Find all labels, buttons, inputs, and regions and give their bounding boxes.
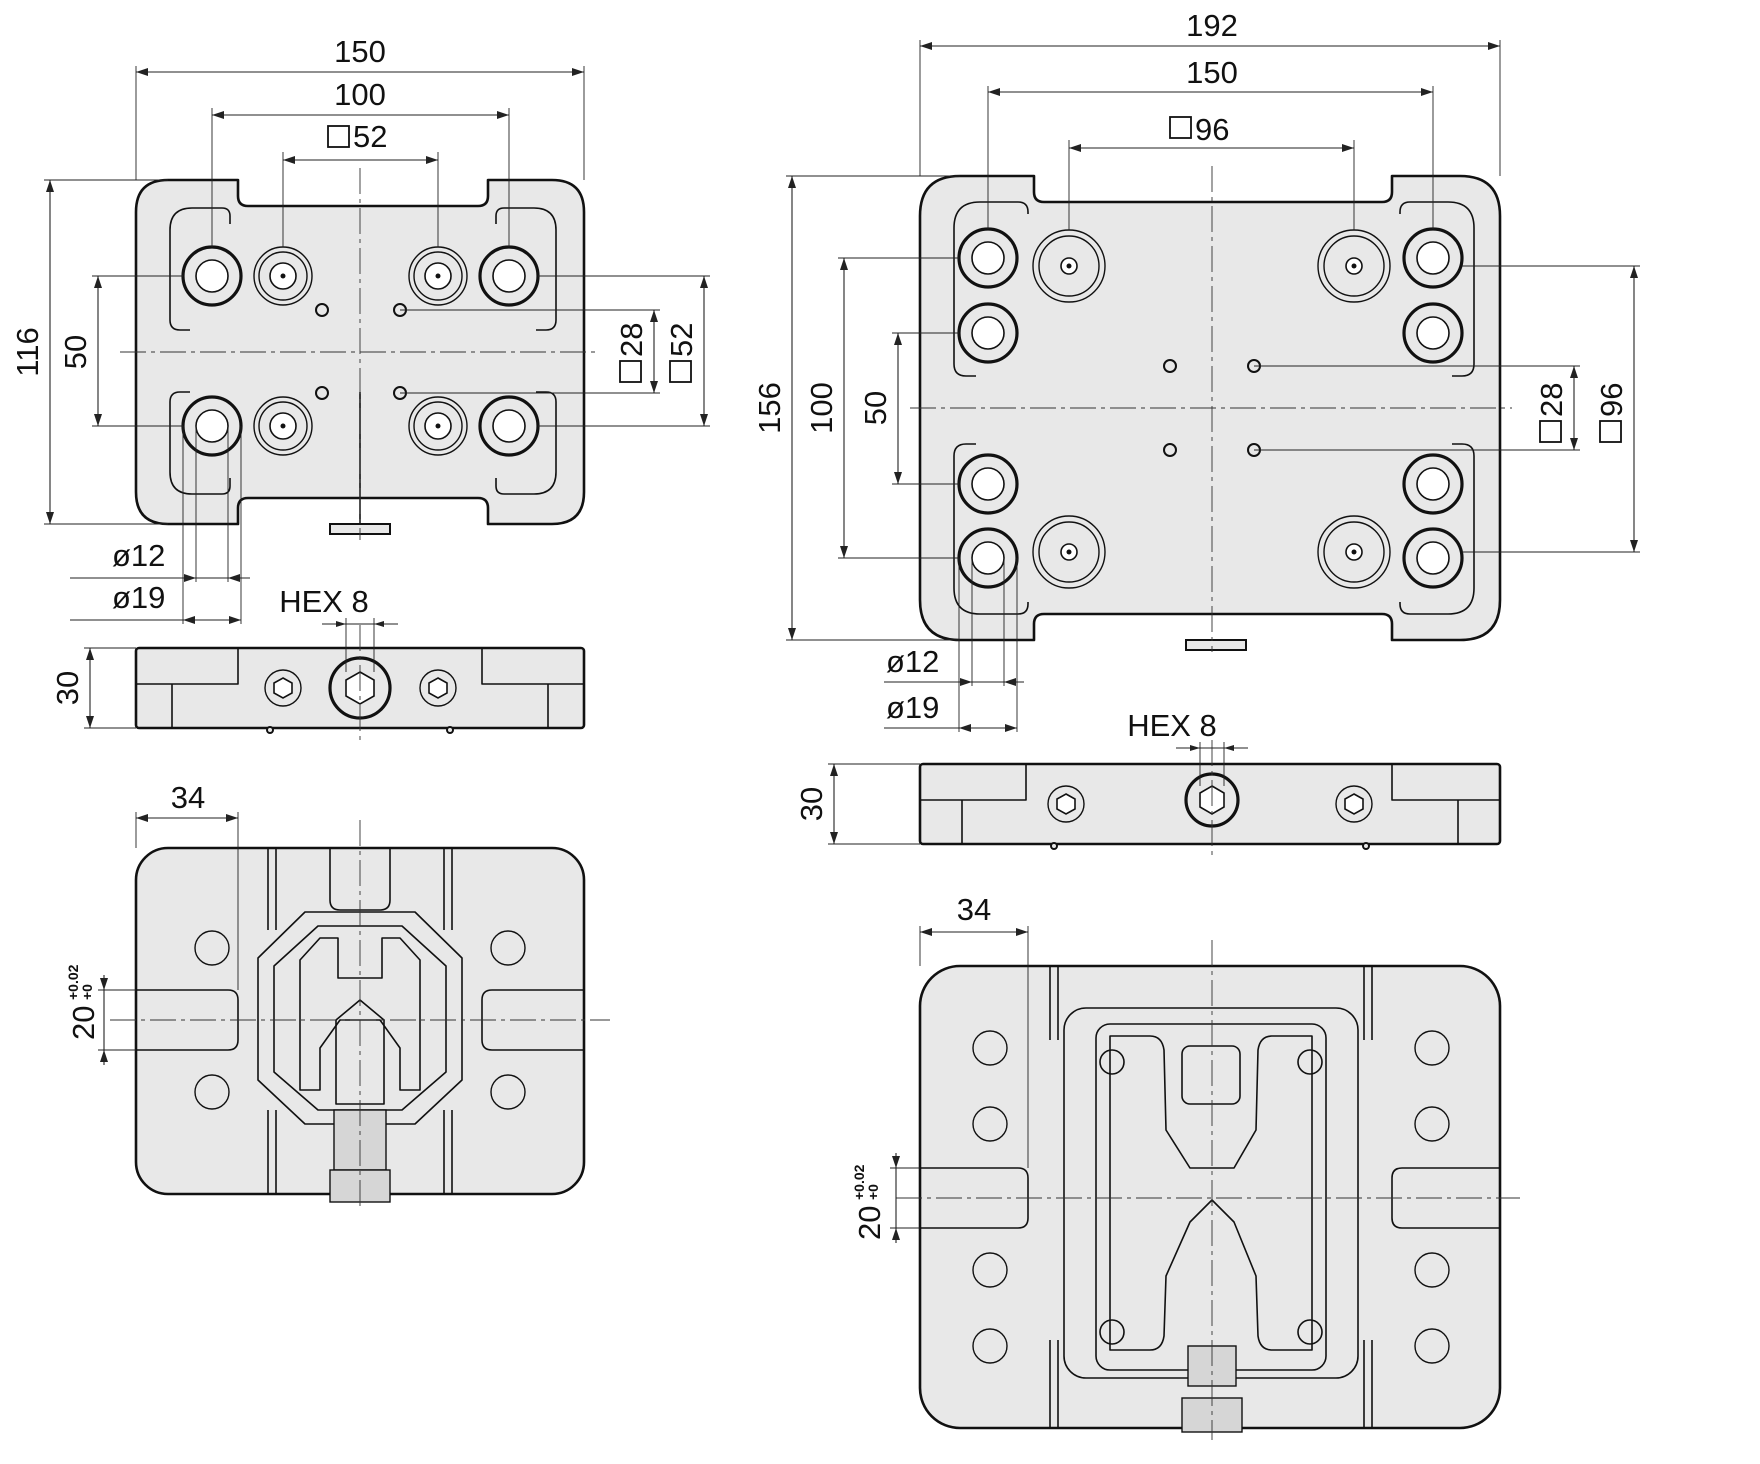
- square-symbol-icon: [669, 360, 692, 383]
- large-hole-large-label: ø19: [886, 690, 939, 725]
- small-plate-side-view: 30 HEX 8: [50, 584, 586, 740]
- small-pattern-label: 52: [353, 119, 387, 154]
- square-symbol-icon: [1169, 116, 1192, 139]
- large-inner-spacing-label: 50: [858, 391, 893, 425]
- small-pin-pattern-label: 28: [614, 323, 649, 357]
- large-plate-top-view: 192 150 96 156 100 50 28 96 ø12 ø19: [752, 8, 1640, 732]
- large-thickness-label: 30: [794, 787, 829, 821]
- small-plate-top-recess: [169, 207, 557, 495]
- small-plate-top-holes: [181, 245, 540, 457]
- small-hole-small-label: ø12: [112, 538, 165, 573]
- small-pitch-label: 100: [334, 77, 386, 112]
- small-plate-bottom-view: 34 20 +0.02 +0: [65, 780, 610, 1210]
- large-slot-width-label: 20: [852, 1206, 887, 1240]
- large-width-label: 192: [1186, 8, 1238, 43]
- large-pitch-label: 150: [1186, 55, 1238, 90]
- large-hole-small-label: ø12: [886, 644, 939, 679]
- large-tol-lower: +0: [865, 1184, 881, 1200]
- small-row-spacing-label: 50: [58, 335, 93, 369]
- small-tol-lower: +0: [79, 984, 95, 1000]
- small-thickness-label: 30: [50, 671, 85, 705]
- large-tol-upper: +0.02: [851, 1164, 867, 1200]
- large-plate-top-holes: [957, 227, 1464, 589]
- large-plate-bottom-view: 34 20 +0.02 +0: [851, 892, 1520, 1440]
- large-bottom-holes: [972, 1030, 1450, 1364]
- square-symbol-icon: [1539, 420, 1562, 443]
- square-symbol-icon: [327, 125, 350, 148]
- small-slot-offset-label: 34: [171, 780, 205, 815]
- small-side-pattern-label: 52: [664, 323, 699, 357]
- square-symbol-icon: [619, 360, 642, 383]
- large-side-pattern-label: 96: [1594, 383, 1629, 417]
- small-plate-top-view: 150 100 52 116 50 28 52 ø12 ø19: [10, 34, 710, 624]
- small-height-label: 116: [10, 327, 45, 376]
- large-height-label: 156: [752, 382, 787, 434]
- large-plate-top-recess: [953, 201, 1475, 615]
- large-pattern-label: 96: [1195, 112, 1229, 147]
- large-slot-offset-label: 34: [957, 892, 991, 927]
- small-slot-width-label: 20: [66, 1006, 101, 1040]
- small-tol-upper: +0.02: [65, 964, 81, 1000]
- small-hex-label: HEX 8: [279, 584, 369, 619]
- large-plate-side-view: 30 HEX 8: [794, 708, 1502, 856]
- small-hole-large-label: ø19: [112, 580, 165, 615]
- large-hex-label: HEX 8: [1127, 708, 1217, 743]
- large-row-spacing-label: 100: [804, 382, 839, 434]
- small-width-label: 150: [334, 34, 386, 69]
- square-symbol-icon: [1599, 420, 1622, 443]
- large-pin-pattern-label: 28: [1534, 383, 1569, 417]
